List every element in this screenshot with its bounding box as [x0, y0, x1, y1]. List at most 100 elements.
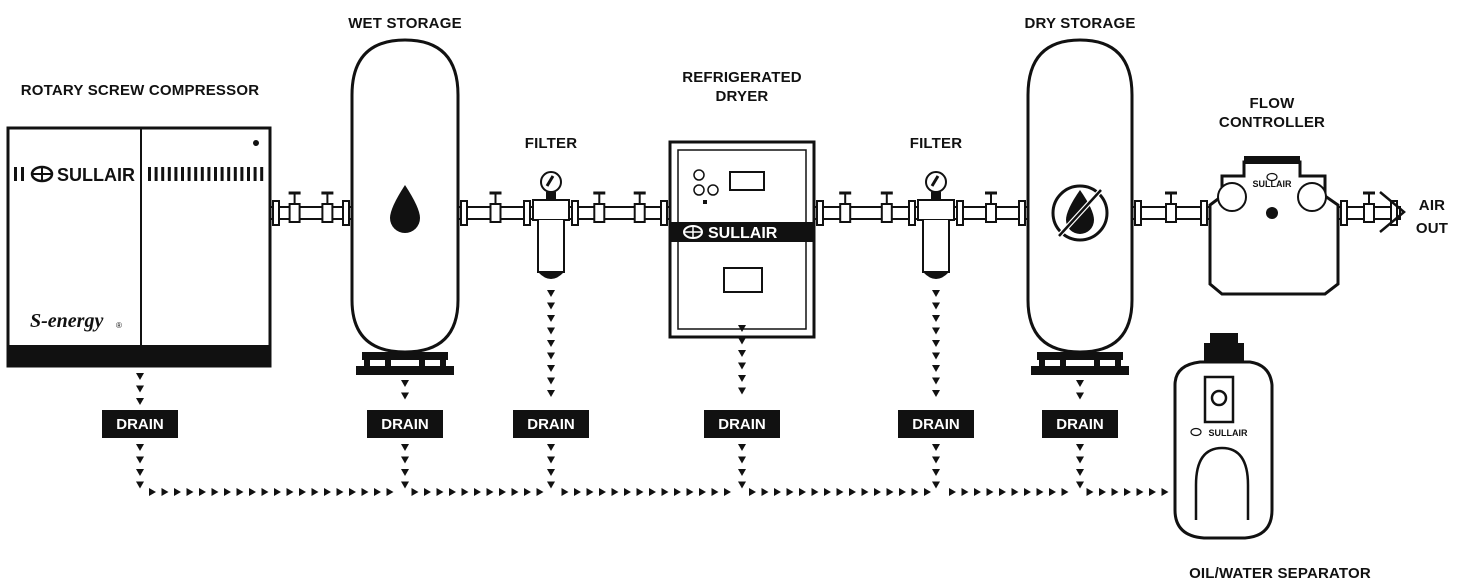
right-arrow-icon [986, 488, 994, 496]
right-arrow-icon [361, 488, 369, 496]
right-arrow-icon [999, 488, 1006, 496]
right-arrow-icon [236, 488, 244, 496]
dryer-brand: SULLAIR [708, 225, 778, 242]
right-arrow-icon [1049, 488, 1056, 496]
separator-label: OIL/WATER SEPARATOR [1189, 565, 1371, 582]
right-arrow-icon [886, 488, 894, 496]
right-arrow-icon [786, 488, 794, 496]
vent-slots [148, 167, 264, 181]
right-arrow-icon [374, 488, 381, 496]
air-out-arrow-icon [1379, 191, 1406, 233]
right-arrow-icon [836, 488, 844, 496]
down-arrow-icon [932, 456, 940, 464]
right-arrow-icon [574, 488, 581, 496]
right-arrow-icon [686, 488, 694, 496]
right-arrow-icon [1136, 488, 1144, 496]
right-arrow-icon [761, 488, 769, 496]
down-arrow-icon [738, 387, 746, 395]
right-arrow-icon [611, 488, 619, 496]
flow-controller-label-line1: FLOW [1250, 95, 1296, 112]
down-arrow-icon [136, 456, 144, 464]
down-arrow-icon [738, 337, 746, 345]
registered-mark: ® [116, 321, 122, 330]
right-arrow-icon [224, 488, 231, 496]
down-arrow-icon [738, 362, 746, 370]
down-arrow-icon [401, 456, 409, 464]
wet-storage-tank [350, 38, 460, 375]
right-arrow-icon [861, 488, 869, 496]
down-arrow-icon [136, 481, 144, 489]
right-arrow-icon [286, 488, 294, 496]
right-arrow-icon [961, 488, 969, 496]
drain-label: DRAIN [116, 416, 164, 433]
flow-controller-brand: SULLAIR [1253, 179, 1292, 189]
down-arrow-icon [401, 469, 409, 476]
down-arrow-icon [932, 315, 940, 322]
drain-label: DRAIN [1056, 416, 1104, 433]
refrigerated-dryer: SULLAIR [668, 140, 816, 339]
right-arrow-icon [424, 488, 431, 496]
down-arrow-icon [932, 302, 940, 310]
down-arrow-icon [547, 352, 555, 360]
down-arrow-icon [932, 340, 940, 347]
right-arrow-icon [1099, 488, 1106, 496]
status-dot [253, 140, 259, 146]
right-arrow-icon [749, 488, 756, 496]
right-arrow-icon [536, 488, 544, 496]
down-arrow-icon [136, 469, 144, 476]
down-arrow-icon [547, 444, 555, 451]
right-arrow-icon [436, 488, 444, 496]
right-arrow-icon [511, 488, 519, 496]
down-arrow-icon [547, 327, 555, 335]
air-out-label-line2: OUT [1416, 220, 1448, 237]
down-arrow-icon [932, 327, 940, 335]
right-arrow-icon [449, 488, 456, 496]
right-arrow-icon [386, 488, 394, 496]
down-arrow-icon [738, 456, 746, 464]
down-arrow-icon [738, 350, 746, 357]
right-arrow-icon [924, 488, 931, 496]
right-arrow-icon [636, 488, 644, 496]
down-arrow-icon [738, 469, 746, 476]
down-arrow-icon [738, 375, 746, 382]
right-arrow-icon [261, 488, 269, 496]
senergy-logo: S-energy [30, 310, 103, 332]
down-arrow-icon [932, 481, 940, 489]
right-arrow-icon [874, 488, 881, 496]
right-arrow-icon [149, 488, 156, 496]
rotary-screw-compressor: SULLAIR S-energy ® [6, 126, 272, 368]
down-arrow-icon [136, 398, 144, 405]
down-arrow-icon [932, 290, 940, 297]
dry-storage-tank [1026, 38, 1134, 375]
right-arrow-icon [711, 488, 719, 496]
filter-2-label: FILTER [910, 135, 963, 152]
right-arrow-icon [336, 488, 344, 496]
right-arrow-icon [661, 488, 669, 496]
down-arrow-icon [932, 469, 940, 476]
right-arrow-icon [1024, 488, 1031, 496]
down-arrow-icon [547, 315, 555, 322]
filter-2 [917, 171, 955, 279]
no-water-icon [1051, 184, 1109, 242]
down-arrow-icon [932, 444, 940, 451]
right-arrow-icon [1124, 488, 1131, 496]
right-arrow-icon [561, 488, 569, 496]
right-arrow-icon [461, 488, 469, 496]
down-arrow-icon [547, 365, 555, 372]
down-arrow-icon [932, 390, 940, 397]
right-arrow-icon [624, 488, 631, 496]
drain-box: DRAIN [1042, 410, 1118, 438]
down-arrow-icon [547, 390, 555, 397]
drain-label: DRAIN [527, 416, 575, 433]
pipe-segment [568, 191, 671, 226]
drain-box: DRAIN [704, 410, 780, 438]
right-arrow-icon [1149, 488, 1156, 496]
dry-storage-label: DRY STORAGE [1024, 15, 1135, 32]
filter-1 [532, 171, 570, 279]
drain-box: DRAIN [898, 410, 974, 438]
drain-label: DRAIN [718, 416, 766, 433]
right-arrow-icon [774, 488, 781, 496]
down-arrow-icon [547, 377, 555, 385]
drain-label: DRAIN [381, 416, 429, 433]
right-arrow-icon [1036, 488, 1044, 496]
